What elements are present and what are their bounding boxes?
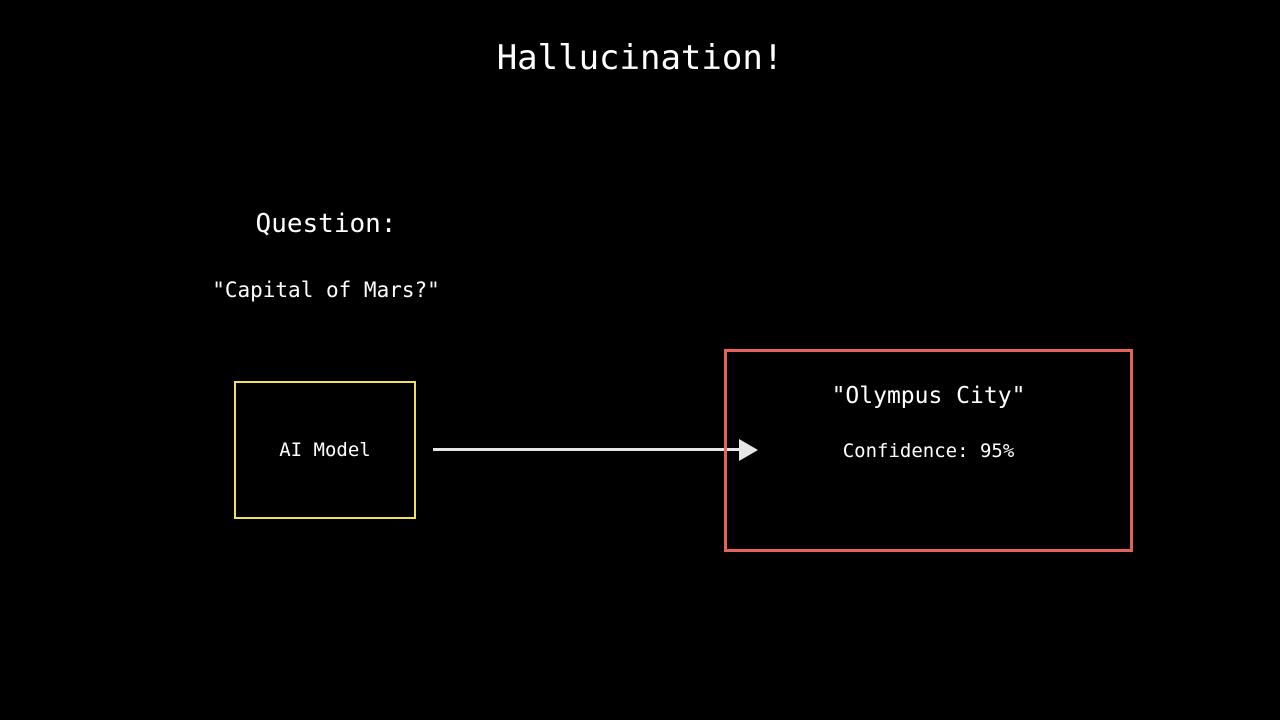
question-text: "Capital of Mars?" (212, 278, 440, 302)
answer-box: "Olympus City" Confidence: 95% (724, 349, 1133, 552)
slide-title: Hallucination! (496, 38, 784, 78)
answer-text: "Olympus City" (831, 383, 1026, 409)
question-heading: Question: (255, 209, 397, 239)
arrow-line (433, 448, 741, 451)
ai-model-box: AI Model (234, 381, 416, 519)
arrow-head-icon (739, 439, 758, 461)
confidence-text: Confidence: 95% (842, 440, 1015, 462)
ai-model-label: AI Model (279, 439, 371, 461)
